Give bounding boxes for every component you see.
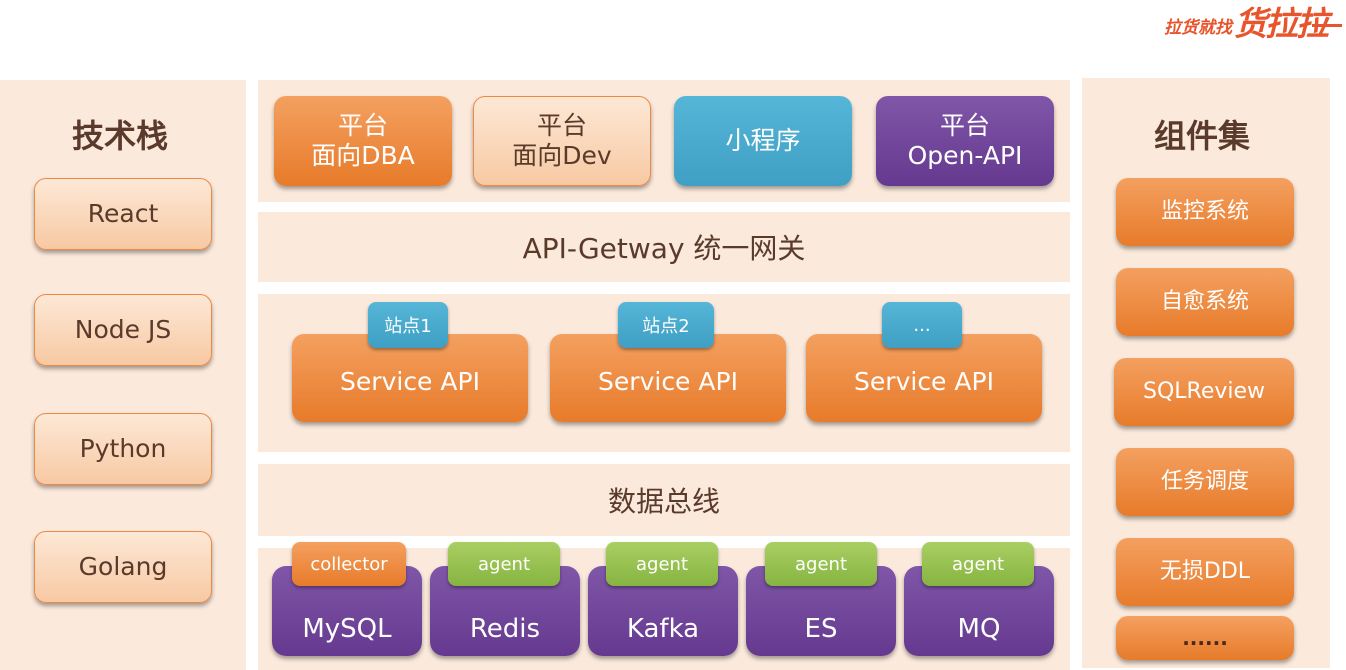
components-panel: 组件集 监控系统 自愈系统 SQLReview 任务调度 无损DDL .....… <box>1082 78 1330 668</box>
service-api-1: Service API <box>292 334 528 422</box>
component-monitoring: 监控系统 <box>1116 178 1294 246</box>
logo-slogan: 拉货就找 <box>1164 18 1232 38</box>
platform-open-api-line1: 平台 <box>939 111 990 140</box>
service-layer: Service API 站点1 Service API 站点2 Service … <box>258 294 1070 452</box>
platform-open-api-line2: Open-API <box>907 141 1023 170</box>
collector-tag: collector <box>292 542 406 586</box>
tech-stack-panel: 技术栈 React Node JS Python Golang <box>0 80 246 670</box>
brand-logo: 拉货就找 货拉拉 <box>1162 0 1346 43</box>
tech-item-nodejs: Node JS <box>34 294 212 366</box>
platform-dev-line1: 平台 <box>536 111 587 140</box>
tech-stack-title: 技术栈 <box>71 117 168 155</box>
platform-dev: 平台 面向Dev <box>473 96 651 186</box>
mini-program-label: 小程序 <box>725 126 801 155</box>
datastore-layer: MySQL collector Redis agent Kafka agent … <box>258 542 1070 670</box>
platform-dba-line1: 平台 <box>337 111 388 140</box>
agent-tag-mq: agent <box>922 542 1034 586</box>
site-tag-1: 站点1 <box>368 302 448 348</box>
site-tag-2: 站点2 <box>618 302 714 348</box>
logo-brand: 货拉拉 <box>1234 4 1329 43</box>
agent-tag-es: agent <box>765 542 877 586</box>
components-title: 组件集 <box>1153 117 1250 155</box>
logo-speed-lines <box>1312 24 1342 27</box>
service-api-2: Service API <box>550 334 786 422</box>
component-more: ...... <box>1116 616 1294 660</box>
tech-item-react: React <box>34 178 212 250</box>
platform-layer: 平台 面向DBA 平台 面向Dev 小程序 平台 Open-API <box>258 80 1070 202</box>
agent-tag-kafka: agent <box>606 542 718 586</box>
api-gateway-layer: API-Getway 统一网关 <box>258 212 1070 282</box>
tech-item-python: Python <box>34 413 212 485</box>
platform-dba: 平台 面向DBA <box>274 96 452 186</box>
mini-program: 小程序 <box>674 96 852 186</box>
platform-dev-line2: 面向Dev <box>512 141 612 170</box>
platform-open-api: 平台 Open-API <box>876 96 1054 186</box>
component-self-healing: 自愈系统 <box>1116 268 1294 336</box>
component-lossless-ddl: 无损DDL <box>1116 538 1294 606</box>
site-tag-3: ... <box>882 302 962 348</box>
service-api-3: Service API <box>806 334 1042 422</box>
agent-tag-redis: agent <box>448 542 560 586</box>
data-bus-layer: 数据总线 <box>258 464 1070 536</box>
tech-item-golang: Golang <box>34 531 212 603</box>
component-task-scheduling: 任务调度 <box>1116 448 1294 516</box>
component-sqlreview: SQLReview <box>1114 358 1294 426</box>
platform-dba-line2: 面向DBA <box>311 141 415 170</box>
